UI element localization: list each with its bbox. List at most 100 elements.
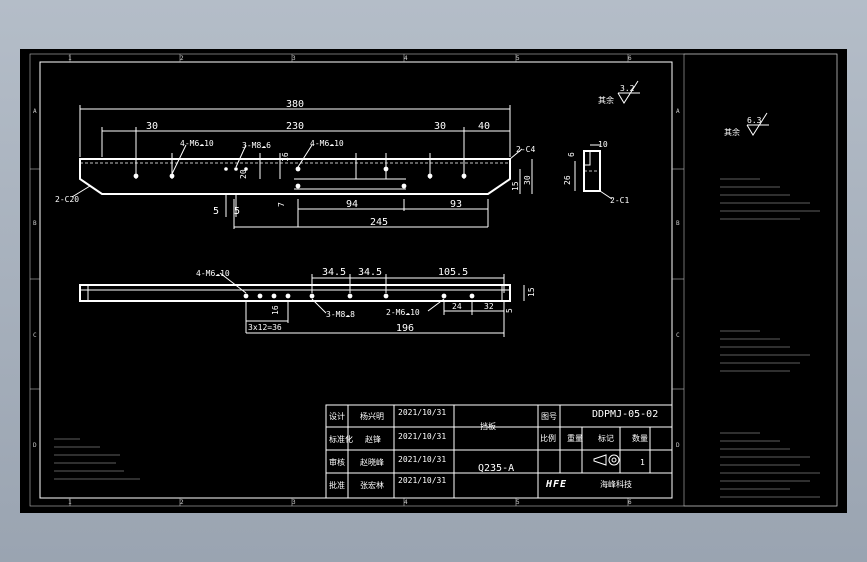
dim-94: 94: [346, 199, 358, 210]
dim-16: 16: [281, 152, 290, 162]
tb-material: Q235-A: [478, 463, 514, 474]
dim-40: 40: [478, 121, 490, 132]
roughness-value-side: 6.3: [747, 116, 762, 125]
grid-col-1: 1: [68, 55, 72, 62]
front-holes-mid-label: 3-M8☁6: [242, 141, 271, 150]
dim-15: 15: [511, 181, 520, 191]
tech-notes-left: [54, 438, 140, 480]
top-dim-15: 15: [527, 287, 536, 297]
tb-drawing-no: DDPMJ-05-02: [592, 409, 658, 420]
grid-col-4-bottom: 4: [404, 499, 408, 506]
tb-logo: HFE: [545, 479, 567, 490]
dim-5a: 5: [213, 206, 219, 217]
dim-7: 7: [277, 202, 286, 207]
grid-col-5: 5: [516, 55, 520, 62]
grid-col-6: 6: [628, 55, 632, 62]
grid-col-5-bottom: 5: [516, 499, 520, 506]
side-dim-10: 10: [598, 140, 608, 149]
tb-reviewer-name: 赵晓峰: [360, 457, 384, 467]
tb-company: 海峰科技: [600, 479, 632, 489]
side-view: 10 6 26 2-C1: [563, 140, 629, 205]
grid-row-b: B: [33, 220, 37, 227]
tb-qty-label: 数量: [632, 433, 648, 443]
side-dim-26: 26: [563, 175, 572, 185]
grid-col-4: 4: [404, 55, 408, 62]
roughness-top: 3.2 其余: [598, 80, 640, 105]
top-dim-24: 24: [452, 302, 462, 311]
chamfer-right-label: 2-C4: [516, 145, 535, 154]
tb-ratio-label: 比例: [540, 433, 556, 443]
roughness-value-top: 3.2: [620, 84, 635, 93]
roughness-side: 6.3 其余: [724, 112, 769, 137]
tb-date-3: 2021/10/31: [398, 455, 446, 464]
grid-row-b-right: B: [676, 220, 680, 227]
chamfer-left-label: 2-C20: [55, 195, 79, 204]
top-view: 4-M6☁10 34.5 34.5 105.5 15 5 16 3x12=36 …: [79, 267, 536, 337]
side-dim-6: 6: [567, 152, 576, 157]
roughness-label-top: 其余: [598, 95, 614, 105]
grid-row-c: C: [33, 332, 37, 339]
tech-notes-right-2: [720, 330, 810, 372]
grid-markers: 1 2 3 4 5 6 1 2 3 4 5 6 A B C D A B C D: [30, 54, 684, 506]
top-dim-16: 16: [271, 305, 280, 315]
tb-date-1: 2021/10/31: [398, 408, 446, 417]
top-dim-3x12: 3x12=36: [248, 323, 282, 332]
cad-drawing: 1 2 3 4 5 6 1 2 3 4 5 6 A B C D A B C D: [29, 53, 838, 507]
projection-symbol-icon: [593, 454, 620, 466]
dim-105-5: 105.5: [438, 267, 468, 278]
tb-checker-label: 标准化: [329, 434, 353, 444]
top-dim-32: 32: [484, 302, 494, 311]
grid-col-1-bottom: 1: [68, 499, 72, 506]
top-holes-left-label: 4-M6☁10: [196, 269, 230, 278]
tb-mark-label: 标记: [598, 433, 614, 443]
grid-col-2-bottom: 2: [180, 499, 184, 506]
inner-border: [39, 61, 673, 499]
tb-approver-name: 张宏林: [360, 480, 384, 490]
tb-approver-label: 批准: [329, 480, 345, 490]
dim-30-left: 30: [146, 121, 158, 132]
tb-designer-label: 设计: [329, 411, 345, 421]
tb-drawing-no-label: 图号: [541, 412, 557, 421]
dim-5b: 5: [234, 206, 240, 217]
roughness-label-side: 其余: [724, 127, 740, 137]
dim-230: 230: [286, 121, 304, 132]
tb-date-4: 2021/10/31: [398, 476, 446, 485]
notes-panel-border: [683, 53, 838, 507]
dim-380: 380: [286, 99, 304, 110]
grid-row-a: A: [33, 108, 37, 115]
tb-part-name: 挡板: [480, 421, 496, 431]
grid-col-3: 3: [292, 55, 296, 62]
grid-row-c-right: C: [676, 332, 680, 339]
tb-date-2: 2021/10/31: [398, 432, 446, 441]
top-holes: [243, 293, 475, 299]
dim-245: 245: [370, 217, 388, 228]
title-block: 设计 杨兴明 标准化 赵锋 审核 赵晓峰 批准 张宏林 2021/10/31 2…: [325, 404, 673, 499]
front-centerlines: [135, 153, 465, 179]
drawing-canvas: 1 2 3 4 5 6 1 2 3 4 5 6 A B C D A B C D: [20, 49, 847, 513]
tb-qty: 1: [640, 458, 645, 467]
dim-20: 20: [239, 169, 248, 179]
front-holes-right-label: 4-M6☁10: [310, 139, 344, 148]
grid-col-3-bottom: 3: [292, 499, 296, 506]
dim-93: 93: [450, 199, 462, 210]
top-holes-mid-label: 3-M8☁8: [326, 310, 355, 319]
front-holes: [133, 166, 467, 189]
tb-reviewer-label: 审核: [329, 457, 345, 467]
dim-30-right: 30: [434, 121, 446, 132]
dim-34-5-a: 34.5: [322, 267, 346, 278]
tb-weight-label: 重量: [567, 433, 583, 443]
tb-designer-name: 杨兴明: [360, 411, 384, 421]
top-holes-right-label: 2-M6☁10: [386, 308, 420, 317]
grid-col-6-bottom: 6: [628, 499, 632, 506]
tech-notes-right-1: [720, 178, 820, 220]
side-chamfer-label: 2-C1: [610, 196, 629, 205]
grid-row-a-right: A: [676, 108, 680, 115]
tech-notes-right-3: [720, 432, 820, 498]
grid-col-2: 2: [180, 55, 184, 62]
grid-row-d: D: [33, 442, 37, 449]
top-dim-5: 5: [505, 308, 514, 313]
grid-row-d-right: D: [676, 442, 680, 449]
front-holes-left-label: 4-M6☁10: [180, 139, 214, 148]
top-dim-196: 196: [396, 323, 414, 334]
tb-checker-name: 赵锋: [365, 434, 381, 444]
